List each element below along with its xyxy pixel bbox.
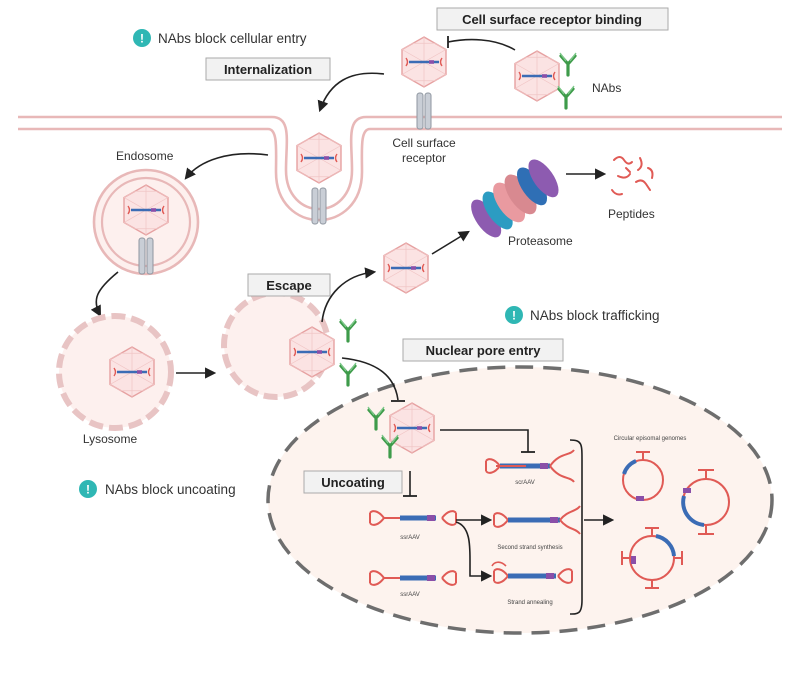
step-cell-surface-receptor-binding: Cell surface receptor binding [436,7,669,31]
svg-text:Second strand synthesis: Second strand synthesis [497,545,562,551]
bracket [569,439,583,615]
svg-text:Strand annealing: Strand annealing [507,600,552,606]
note-trafficking: NAbs block trafficking [505,306,660,324]
aav-capsid-icon [400,35,448,89]
arrow-annealing [455,521,493,582]
exclamation-circle-icon [79,480,97,498]
inhibition-arrow [440,429,529,452]
aav-capsid-icon [382,241,430,295]
peptide-fragments-icon [611,156,654,196]
antibody-icon [338,361,358,387]
antibody-icon [338,317,358,343]
svg-text:NAbs block uncoating: NAbs block uncoating [105,482,236,497]
annealed-genome [491,561,573,584]
arrow-to-cytosol [321,267,377,323]
aav-capsid-icon [513,49,561,103]
receptor-label-line1: Cell surface [392,136,456,150]
inhibition-arrow [447,38,516,51]
svg-text:Peptides: Peptides [608,207,655,221]
svg-text:Circular episomal genomes: Circular episomal genomes [614,436,687,442]
scraav-genome [485,449,575,483]
svg-text:Nuclear pore entry: Nuclear pore entry [426,343,542,358]
arrow-to-proteasome [431,230,470,255]
ssraav-genome [369,570,457,586]
circular-episome [621,527,683,589]
receptor-icon [416,92,432,130]
svg-text:Lysosome: Lysosome [83,432,138,446]
svg-text:ssrAAV: ssrAAV [400,535,420,541]
antibody-icon [556,84,576,110]
note-cellular-entry: NAbs block cellular entry [133,29,307,47]
double-strand-genome [493,505,581,535]
proteasome-icon [471,159,559,238]
cell-membrane [18,115,782,222]
svg-text:NAbs block trafficking: NAbs block trafficking [530,308,660,323]
svg-text:NAbs block cellular entry: NAbs block cellular entry [158,31,307,46]
receptor-icon [311,187,327,225]
ssraav-genome [369,510,457,526]
svg-text:Endosome: Endosome [116,149,174,163]
aav-capsid-icon [295,131,343,185]
arrow-internalization [317,72,385,113]
arrow-to-lysosome [90,271,119,317]
step-uncoating: Uncoating [303,470,403,494]
circular-episome [622,451,664,501]
inhibition-arrow [341,357,399,401]
arrow-to-endosome [184,152,269,180]
antibody-icon [558,51,578,77]
svg-text:Escape: Escape [266,278,312,293]
svg-text:Proteasome: Proteasome [508,234,573,248]
svg-text:scrAAV: scrAAV [515,480,535,486]
nucleus [266,365,774,635]
step-nuclear-pore-entry: Nuclear pore entry [402,338,564,362]
svg-text:Uncoating: Uncoating [321,475,385,490]
svg-text:ssrAAV: ssrAAV [400,592,420,598]
step-internalization: Internalization [205,57,331,81]
circular-episome [681,469,730,535]
step-escape: Escape [247,273,331,297]
receptor-label-line2: receptor [402,151,446,165]
svg-text:NAbs: NAbs [592,81,621,95]
exclamation-circle-icon [505,306,523,324]
note-uncoating: NAbs block uncoating [79,480,236,498]
svg-text:Cell surface receptor binding: Cell surface receptor binding [462,12,642,27]
exclamation-circle-icon [133,29,151,47]
svg-text:Internalization: Internalization [224,62,312,77]
